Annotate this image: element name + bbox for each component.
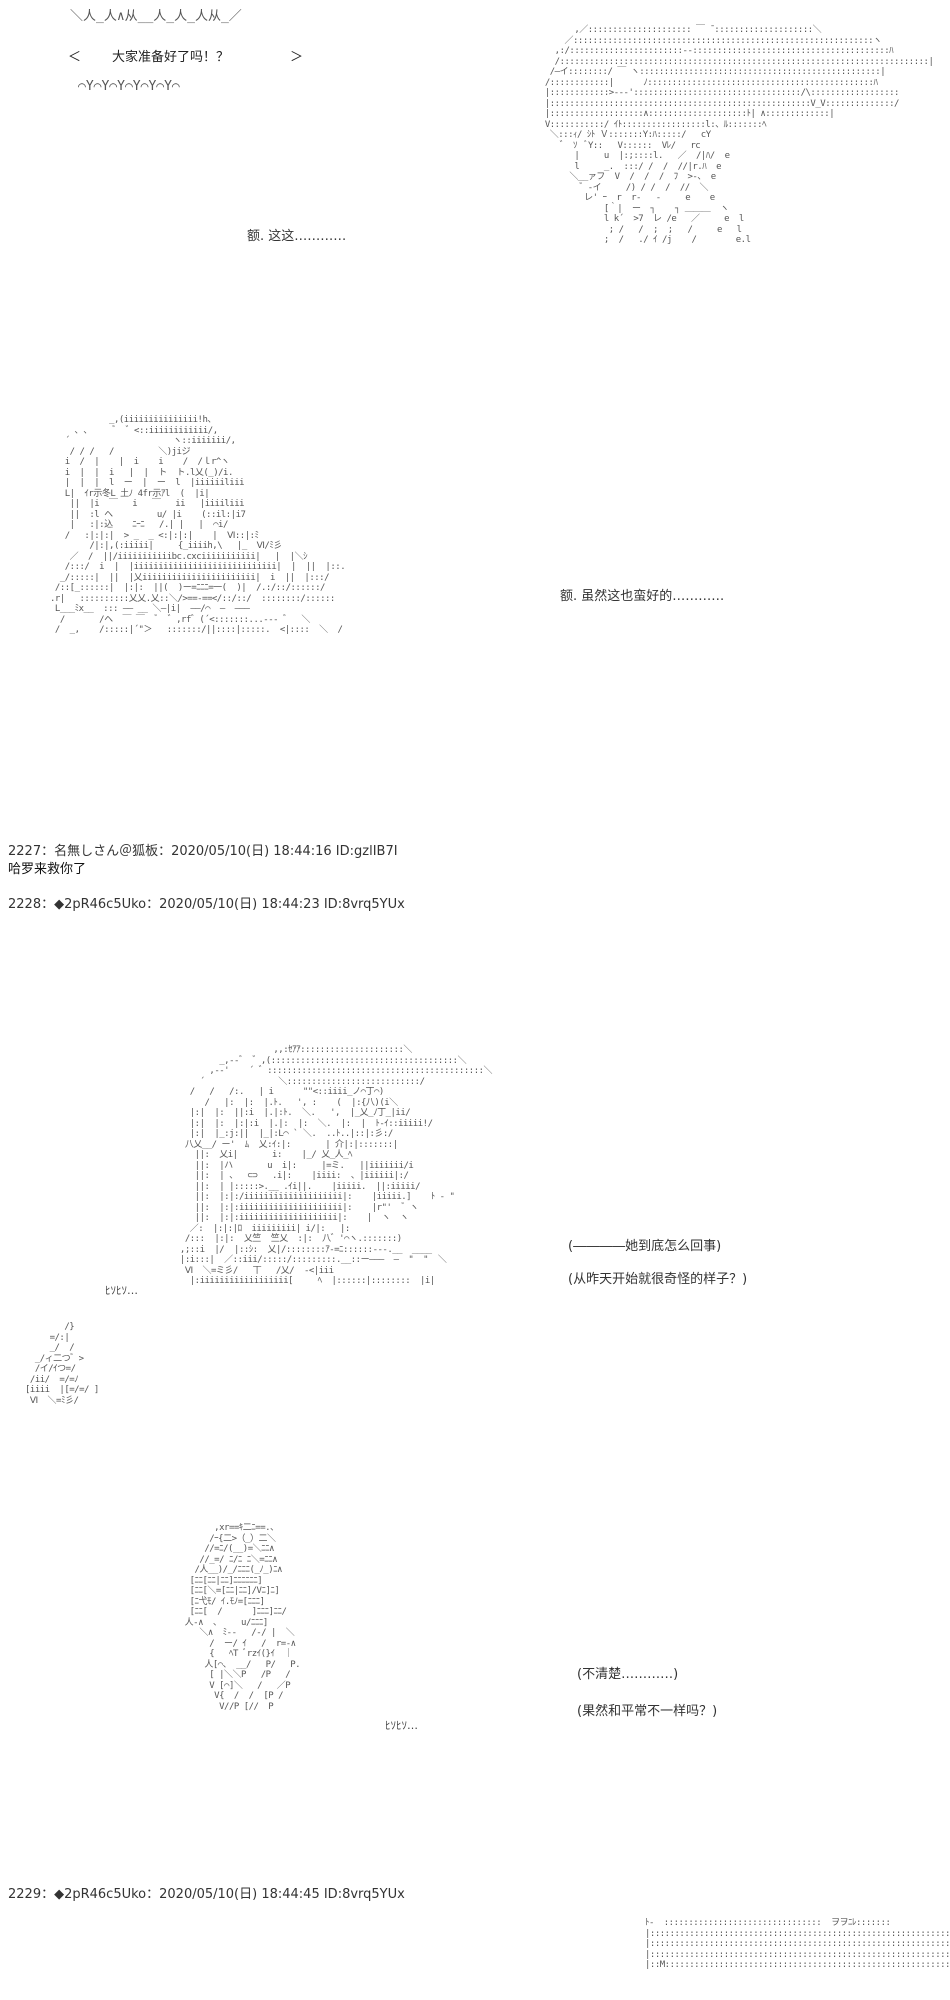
dialog-2: 额. 虽然这也蛮好的………… bbox=[560, 589, 725, 604]
ascii-art-character-c: ,,:ｾｱｱ:::::::::::::::::::::＼ _,-‐゛ ゛,(::… bbox=[179, 1045, 493, 1286]
post-header-2227: 2227：名無しさん＠狐板：2020/05/10(日) 18:44:16 ID:… bbox=[8, 844, 398, 859]
post-body-2227: 哈罗来救你了 bbox=[8, 862, 87, 877]
ascii-art-character-a: ,／::::::::::::::::::::: ￣ ̄ ::::::::::::… bbox=[544, 25, 934, 245]
shout-box-text: 大家准备好了吗！？ bbox=[112, 50, 230, 65]
dialog-1: 额. 这这………… bbox=[247, 229, 347, 244]
dialog-6: (果然和平常不一样吗？) bbox=[577, 1704, 718, 1719]
post-header-2229: 2229：◆2pR46c5Uko：2020/05/10(日) 18:44:45 … bbox=[8, 1887, 405, 1902]
dialog-3: (――――她到底怎么回事) bbox=[568, 1239, 722, 1254]
ascii-art-character-b: _,(iiiiiiiiiiiiiii!h、 ､ ､ ゛ ゛<::iiiiiiii… bbox=[50, 415, 346, 635]
dialog-4: (从昨天开始就很奇怪的样子？) bbox=[568, 1272, 748, 1287]
shout-box-left-mark: ＜ bbox=[68, 50, 82, 65]
shout-box-right-mark: ＞ bbox=[290, 50, 304, 65]
shout-box-bottom: ⌒Y⌒Y⌒Y⌒Y⌒Y⌒Y⌒ bbox=[78, 79, 180, 94]
ascii-art-character-d: ,xr==ｷ二ﾆ==.、 /ｰ{二>（_）二＼ //=ﾆ/(__)=＼ﾆﾆ∧ /… bbox=[184, 1523, 301, 1712]
sfx-whisper-1: ﾋｿﾋｿ… bbox=[105, 1284, 138, 1297]
ascii-art-character-c-left: /} =/:| _/ / _/ィ二つ゛> /イ/ｲつ=/ /ii/ =/=ﾉ [… bbox=[25, 1322, 99, 1406]
ascii-art-character-e: ﾄ- :::::::::::::::::::::::::::::::: ヲヲﾆﾚ… bbox=[645, 1918, 950, 1970]
dialog-5: (不清楚…………) bbox=[577, 1667, 679, 1682]
sfx-whisper-2: ﾋｿﾋｿ… bbox=[385, 1719, 418, 1732]
post-header-2228: 2228：◆2pR46c5Uko：2020/05/10(日) 18:44:23 … bbox=[8, 897, 405, 912]
shout-box-top: ＼人_人∧从__人_人_人从_／ bbox=[70, 9, 242, 24]
